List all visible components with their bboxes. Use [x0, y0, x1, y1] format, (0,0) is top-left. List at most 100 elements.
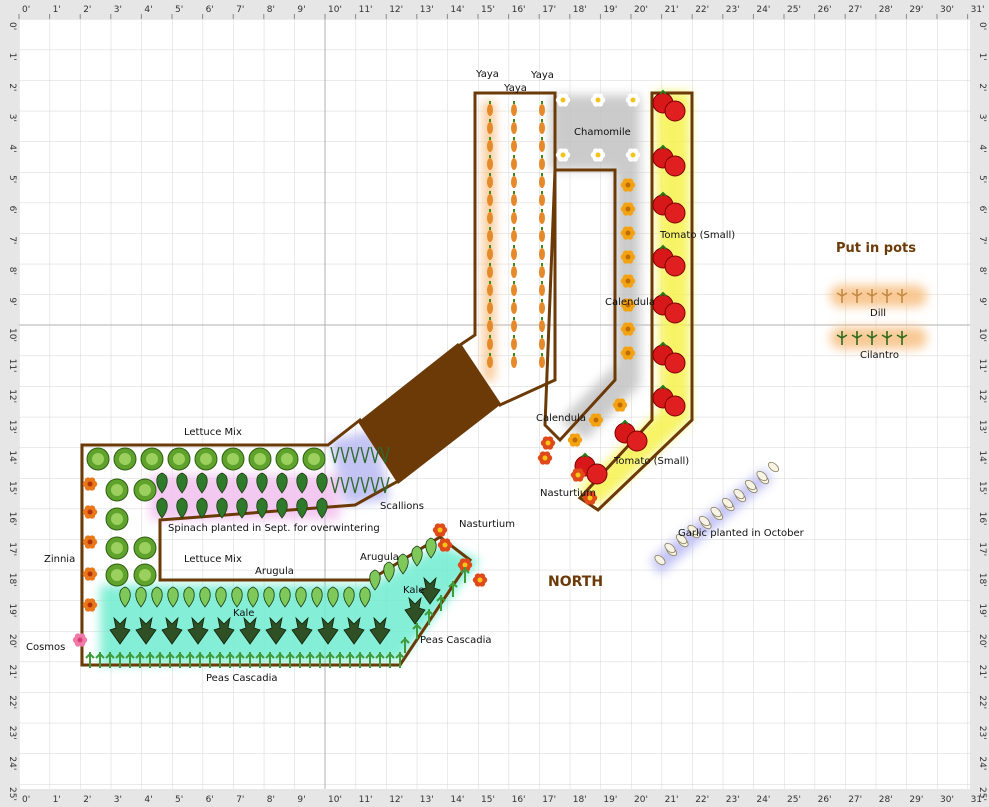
label-tomato-small-1: Tomato (Small)	[659, 230, 735, 241]
zinnia-icon	[82, 535, 98, 549]
carrot-icon	[487, 353, 493, 368]
lettuce-icon	[167, 447, 191, 471]
carrot-icon	[539, 245, 545, 260]
pea-icon	[305, 652, 315, 668]
ruler-tick-y-left: 10'	[7, 328, 17, 342]
ruler-tick-x-bottom: 29'	[909, 795, 923, 805]
ruler-tick-x-bottom: 21'	[665, 795, 679, 805]
garlic-icon	[698, 515, 711, 527]
calendula-icon	[620, 178, 636, 192]
chamomile-glow	[550, 95, 640, 440]
label-put-in-pots: Put in pots	[836, 241, 916, 256]
ruler-tick-y-right: 16'	[977, 512, 987, 526]
ruler-tick-x-top: 16'	[512, 5, 526, 15]
ruler-tick-y-left: 9'	[7, 297, 17, 305]
ruler-tick-y-left: 8'	[7, 267, 17, 275]
tomato-icon	[652, 191, 686, 224]
pea-icon	[436, 595, 446, 611]
ruler-tick-x-bottom: 13'	[420, 795, 434, 805]
label-spinach: Spinach planted in Sept. for overwinteri…	[168, 523, 380, 534]
calendula-icon	[612, 398, 628, 412]
lettuce-icon	[140, 447, 164, 471]
pea-icon	[355, 652, 365, 668]
spinach-icon	[216, 472, 228, 494]
carrot-icon	[511, 191, 517, 206]
ruler-tick-x-bottom: 22'	[695, 795, 709, 805]
ruler-tick-x-bottom: 14'	[450, 795, 464, 805]
ruler-tick-x-top: 13'	[420, 5, 434, 15]
ruler-tick-x-bottom: 3'	[114, 795, 122, 805]
ruler-tick-y-left: 14'	[7, 450, 17, 464]
carrot-icon	[511, 263, 517, 278]
spinach-icon	[316, 472, 328, 494]
pea-icon	[448, 581, 458, 597]
arugula-icon	[263, 586, 275, 608]
carrot-icon	[539, 155, 545, 170]
arugula-icon	[135, 586, 147, 608]
nasturtium-icon	[472, 573, 488, 587]
scallion-icon	[340, 476, 350, 494]
ruler-tick-x-top: 14'	[450, 5, 464, 15]
calendula-icon	[588, 413, 604, 427]
mulch-path	[358, 343, 500, 484]
pea-icon	[385, 652, 395, 668]
pea-icon	[395, 652, 405, 668]
carrot-icon	[487, 155, 493, 170]
pea-icon	[215, 652, 225, 668]
arugula-icon	[383, 561, 395, 583]
ruler-tick-y-left: 13'	[7, 420, 17, 434]
lettuce-icon	[302, 447, 326, 471]
spinach-icon	[296, 472, 308, 494]
garlic-icon	[654, 554, 666, 566]
label-cosmos: Cosmos	[26, 642, 65, 653]
pea-icon	[205, 652, 215, 668]
spinach-icon	[196, 472, 208, 494]
garlic-icon	[767, 461, 780, 473]
ruler-tick-y-left: 3'	[7, 114, 17, 122]
ruler-tick-y-right: 7'	[977, 236, 987, 244]
pea-icon	[245, 652, 255, 668]
label-peas-1: Peas Cascadia	[206, 673, 278, 684]
scallions-glow	[330, 430, 390, 505]
ruler-tick-y-left: 0'	[7, 22, 17, 30]
cilantro-icon	[866, 331, 878, 345]
pea-icon	[285, 652, 295, 668]
label-calendula-1: Calendula	[605, 297, 655, 308]
ruler-tick-y-right: 21'	[977, 665, 987, 679]
scallion-icon	[350, 446, 360, 464]
spinach-icon	[176, 497, 188, 519]
calendula-icon	[620, 346, 636, 360]
carrot-icon	[511, 299, 517, 314]
pea-icon	[165, 652, 175, 668]
pea-icon	[175, 652, 185, 668]
ruler-tick-x-top: 11'	[359, 5, 373, 15]
ruler-tick-y-right: 3'	[977, 114, 987, 122]
kale-icon	[213, 616, 235, 645]
label-arugula-2: Arugula	[360, 552, 399, 563]
ruler-top	[0, 0, 989, 19]
ruler-tick-x-top: 3'	[114, 5, 122, 15]
ruler-tick-x-top: 9'	[297, 5, 305, 15]
carrot-icon	[511, 245, 517, 260]
garlic-icon	[721, 497, 734, 509]
ruler-tick-x-top: 26'	[818, 5, 832, 15]
garlic-icon	[733, 488, 745, 500]
ruler-tick-x-bottom: 30'	[940, 795, 954, 805]
carrot-icon	[539, 227, 545, 242]
spinach-icon	[296, 497, 308, 519]
carrot-icon	[511, 173, 517, 188]
ruler-tick-y-left: 5'	[7, 175, 17, 183]
ruler-tick-x-top: 0'	[22, 5, 30, 15]
ruler-tick-x-top: 27'	[848, 5, 862, 15]
nasturtium-icon	[457, 558, 473, 572]
lettuce-icon	[221, 447, 245, 471]
ruler-tick-x-top: 30'	[940, 5, 954, 15]
arugula-icon	[397, 553, 409, 575]
pea-icon	[424, 609, 434, 625]
pea-icon	[85, 652, 95, 668]
carrot-icon	[487, 263, 493, 278]
pea-icon	[115, 652, 125, 668]
scallion-icon	[380, 446, 390, 464]
ruler-tick-x-top: 21'	[665, 5, 679, 15]
